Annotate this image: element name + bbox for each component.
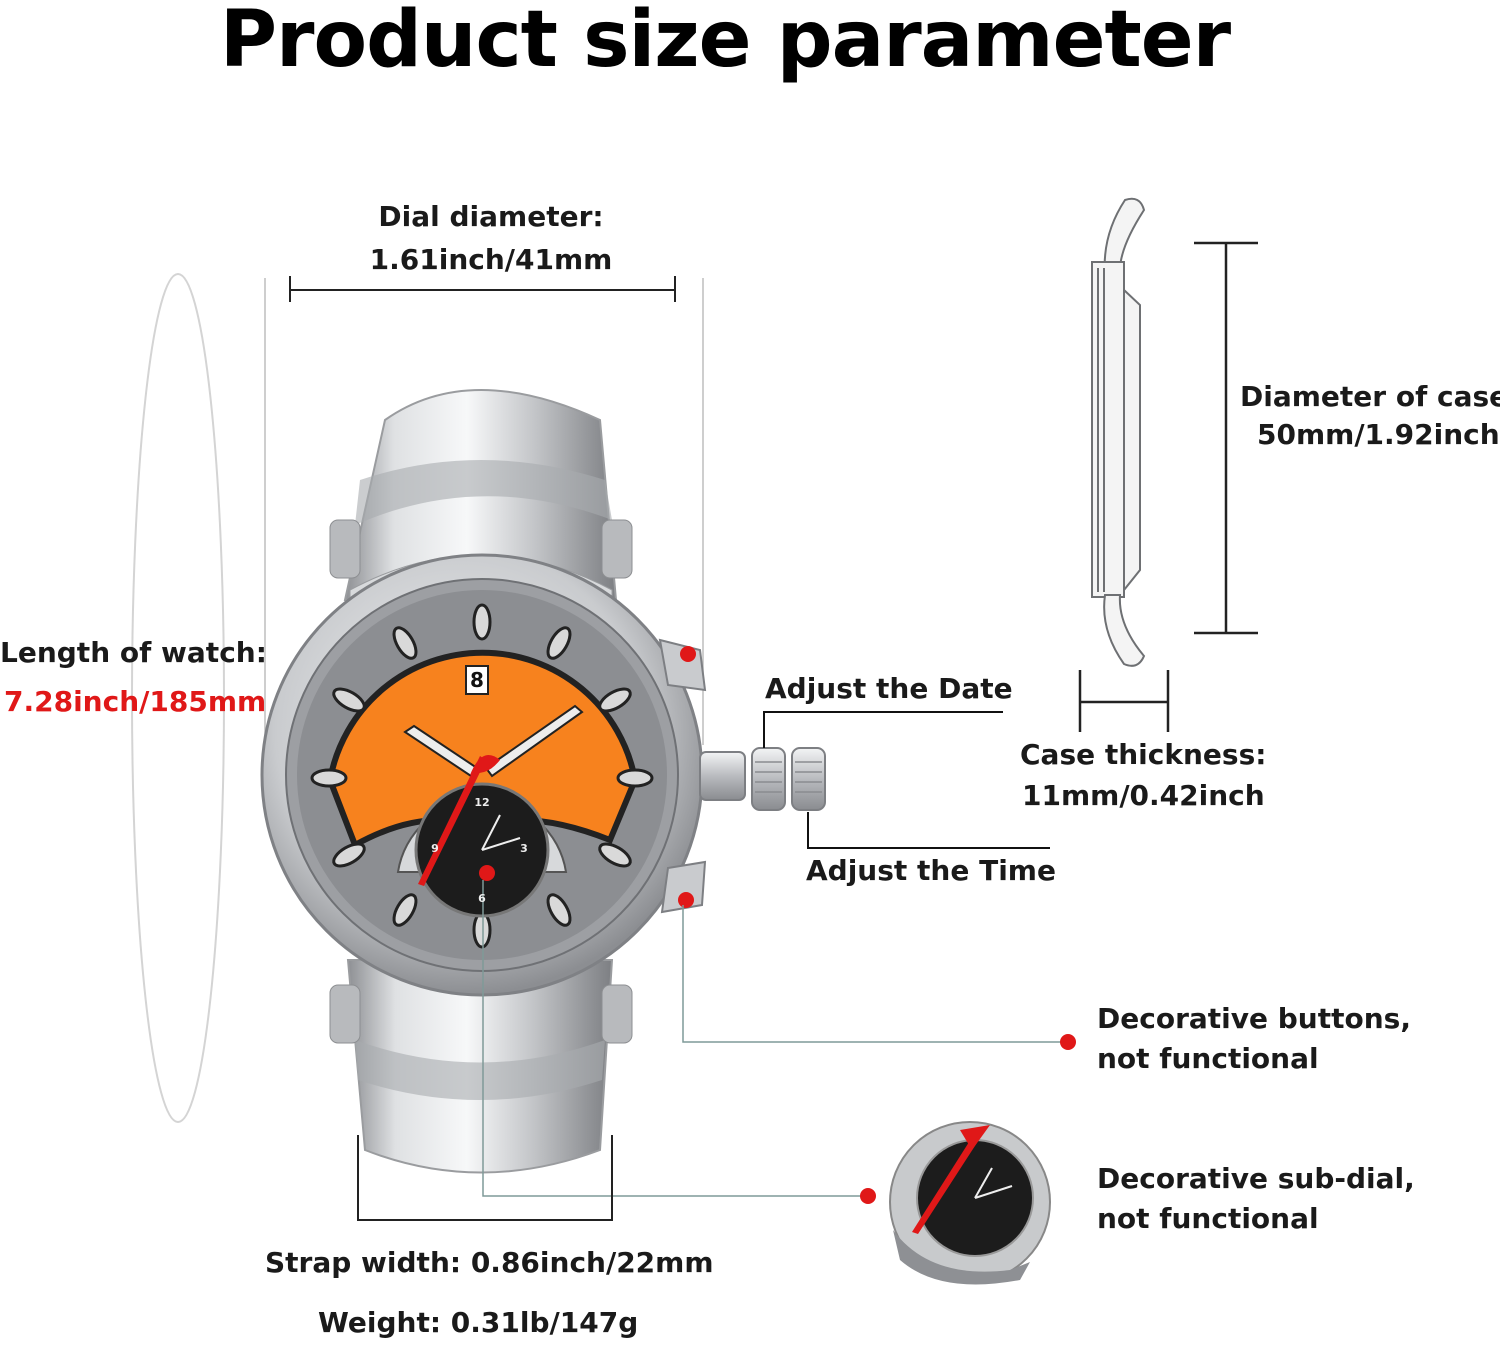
strap-width-value: 0.86inch/22mm [470, 1246, 714, 1279]
subdial-closeup [889, 1121, 1051, 1285]
lower-strap [329, 959, 633, 1174]
top-pusher-dot [680, 646, 696, 662]
case-thickness-label: Case thickness: [1020, 738, 1267, 771]
subdial-dot [479, 865, 495, 881]
date-window-value: 8 [470, 668, 484, 692]
case-thickness-value: 11mm/0.42inch [1022, 779, 1265, 812]
subdial-numeral-12: 12 [474, 796, 490, 809]
subdial-callout-dot [860, 1188, 876, 1204]
adjust-time-line [807, 812, 1050, 849]
dial-diameter-label: Dial diameter: [378, 200, 604, 233]
case-side-profile [1091, 197, 1146, 667]
decorative-buttons-line2: not functional [1097, 1042, 1319, 1075]
decorative-subdial-line2: not functional [1097, 1202, 1319, 1235]
minute-hand [484, 704, 584, 778]
case-diameter-label: Diameter of case: [1240, 380, 1500, 413]
page-title: Product size parameter [219, 0, 1231, 85]
case-diameter-value: 50mm/1.92inch [1257, 418, 1500, 451]
weight-row: Weight: 0.31lb/147g [318, 1306, 638, 1340]
decorative-buttons-line1: Decorative buttons, [1097, 1002, 1411, 1035]
dial-dimension-line [289, 276, 676, 302]
dial-diameter-value: 1.61inch/41mm [369, 243, 613, 276]
adjust-date-label: Adjust the Date [765, 672, 1013, 705]
length-of-watch-value: 7.28inch/185mm [4, 685, 267, 718]
length-outline [131, 273, 225, 1123]
case-thickness-line [1078, 670, 1170, 732]
hour-markers [310, 603, 654, 949]
length-of-watch-label: Length of watch: [0, 636, 267, 669]
date-window [465, 665, 489, 695]
second-hand [418, 756, 486, 886]
decorative-subdial-line1: Decorative sub-dial, [1097, 1162, 1415, 1195]
crown [699, 747, 826, 811]
strap-width-row: Strap width: 0.86inch/22mm [265, 1246, 714, 1280]
top-pusher [658, 638, 707, 692]
strap-dimension [357, 1135, 613, 1221]
bottom-pusher-dot [678, 892, 694, 908]
subdial-leader [482, 880, 868, 1197]
bottom-pusher [660, 860, 707, 914]
buttons-callout-dot [1060, 1034, 1076, 1050]
subdial-numeral-3: 3 [520, 842, 528, 855]
weight-value: 0.31lb/147g [450, 1306, 639, 1339]
strap-width-label: Strap width: [265, 1246, 462, 1279]
subdial-numeral-9: 9 [431, 842, 439, 855]
buttons-leader [682, 905, 1068, 1043]
adjust-date-line [763, 711, 1003, 748]
subdial-numeral-6: 6 [478, 892, 486, 905]
case-diameter-line [1194, 241, 1258, 635]
adjust-time-label: Adjust the Time [806, 854, 1056, 887]
weight-label: Weight: [318, 1306, 442, 1339]
